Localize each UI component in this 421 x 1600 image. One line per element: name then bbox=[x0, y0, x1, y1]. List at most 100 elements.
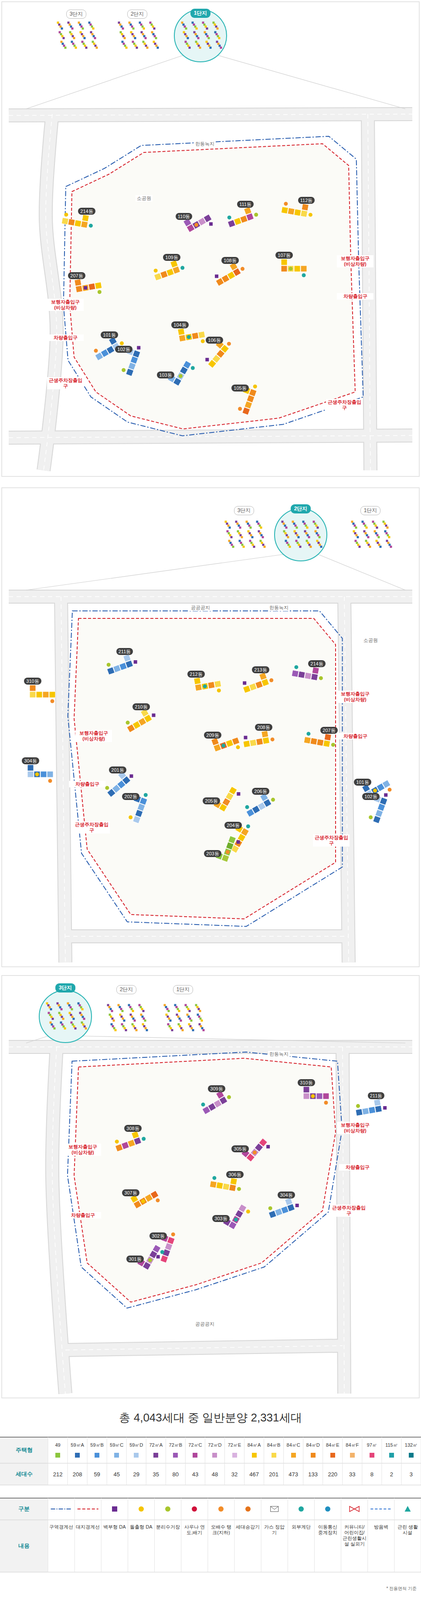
facility-marker bbox=[125, 721, 130, 726]
unit-swatch bbox=[192, 1453, 198, 1459]
entrance-label: 근생주차장출입구 bbox=[73, 821, 110, 835]
building-unit bbox=[203, 214, 212, 223]
building-number: 209동 bbox=[206, 733, 219, 739]
mini-building bbox=[217, 42, 220, 45]
building-unit bbox=[230, 1178, 238, 1186]
road bbox=[8, 435, 413, 438]
row-header: 내용 bbox=[18, 1543, 30, 1552]
building-unit bbox=[311, 673, 319, 681]
table-rule bbox=[0, 1437, 421, 1439]
symbol-swatch bbox=[245, 1507, 251, 1513]
mini-building bbox=[180, 1028, 183, 1031]
mini-building bbox=[61, 35, 64, 38]
mini-building bbox=[85, 46, 88, 49]
mini-building bbox=[202, 1029, 205, 1033]
table-rule bbox=[361, 1438, 363, 1487]
mini-building bbox=[132, 1018, 135, 1021]
table-rule bbox=[244, 1438, 245, 1487]
building-label: 302동 bbox=[149, 1233, 167, 1241]
building-number: 102동 bbox=[117, 346, 130, 353]
mini-building bbox=[122, 42, 126, 45]
mini-building bbox=[47, 1012, 51, 1016]
mini-building bbox=[64, 46, 67, 49]
building-unit bbox=[198, 331, 206, 339]
mini-building bbox=[53, 1028, 56, 1031]
mini-building bbox=[186, 1006, 189, 1009]
building-unit bbox=[374, 1106, 382, 1114]
building-unit bbox=[215, 278, 225, 287]
facility-marker bbox=[151, 713, 156, 718]
facility-marker bbox=[209, 222, 213, 226]
mini-building bbox=[237, 530, 240, 534]
panel-frame bbox=[1, 1, 420, 477]
mini-building bbox=[318, 536, 321, 539]
mini-building bbox=[140, 23, 143, 26]
mini-building bbox=[207, 42, 210, 45]
mini-building bbox=[134, 1028, 137, 1031]
facility-marker bbox=[212, 1176, 217, 1181]
mini-building bbox=[145, 44, 148, 48]
table-rule bbox=[340, 1499, 342, 1574]
mini-building bbox=[141, 1008, 144, 1012]
mini-building bbox=[122, 1025, 125, 1029]
mini-building bbox=[178, 1018, 181, 1021]
mini-building bbox=[303, 522, 306, 526]
mini-building bbox=[260, 526, 263, 530]
mini-building bbox=[130, 31, 133, 34]
place-name: 공공공지 bbox=[193, 1321, 216, 1329]
mini-building bbox=[181, 1029, 184, 1033]
table-rule bbox=[126, 1438, 127, 1487]
mini-building bbox=[142, 40, 145, 44]
mini-building bbox=[92, 27, 95, 30]
mini-building bbox=[50, 1024, 54, 1027]
unit-type: 84㎡F bbox=[342, 1443, 362, 1450]
facility-marker bbox=[133, 660, 138, 665]
facility-marker bbox=[227, 1096, 231, 1101]
table-rule bbox=[47, 1438, 49, 1487]
building-unit bbox=[287, 265, 294, 272]
unit-swatch bbox=[349, 1453, 355, 1459]
mini-building bbox=[60, 40, 63, 44]
building-unit bbox=[242, 685, 251, 694]
mini-building bbox=[111, 1018, 114, 1021]
zoom-cone bbox=[217, 55, 406, 109]
mini-building bbox=[238, 532, 241, 535]
building-number: 101동 bbox=[356, 780, 369, 786]
mini-building bbox=[194, 33, 197, 36]
mini-building bbox=[71, 1024, 75, 1027]
complex-tab: 2단지 bbox=[127, 9, 148, 19]
unit-type: 97㎡ bbox=[362, 1443, 382, 1450]
facility-marker bbox=[194, 223, 199, 228]
mini-building bbox=[62, 37, 65, 40]
building-label: 301동 bbox=[126, 1256, 144, 1264]
unit-count: 59 bbox=[93, 1472, 100, 1479]
mini-building bbox=[365, 540, 368, 543]
unit-count: 467 bbox=[249, 1472, 259, 1479]
mini-building bbox=[284, 525, 287, 528]
table-rule bbox=[0, 1521, 421, 1522]
facility-marker bbox=[160, 1251, 165, 1256]
unit-swatch bbox=[408, 1453, 414, 1459]
building-label: 105동 bbox=[231, 384, 249, 392]
mini-building bbox=[285, 526, 288, 530]
entrance-label: 차량출입구 bbox=[336, 293, 374, 300]
mini-building bbox=[294, 525, 297, 528]
facility-marker bbox=[387, 788, 392, 793]
mini-building bbox=[285, 540, 288, 543]
building-unit bbox=[207, 359, 217, 369]
building-unit bbox=[95, 352, 104, 361]
mini-building bbox=[209, 46, 212, 49]
facility-marker bbox=[240, 267, 245, 272]
mini-building bbox=[305, 525, 308, 528]
complex-tab: 1단지 bbox=[173, 985, 194, 995]
building-unit bbox=[382, 780, 391, 789]
building-label: 206동 bbox=[251, 788, 269, 796]
mini-building bbox=[251, 536, 254, 539]
road-centerline bbox=[43, 114, 57, 471]
symbol-swatch bbox=[138, 1507, 144, 1513]
building-label: 207동 bbox=[67, 272, 85, 280]
facility-marker bbox=[214, 274, 219, 279]
table-rule bbox=[185, 1438, 186, 1487]
building-label: 108동 bbox=[221, 257, 239, 265]
mini-building bbox=[134, 44, 137, 48]
